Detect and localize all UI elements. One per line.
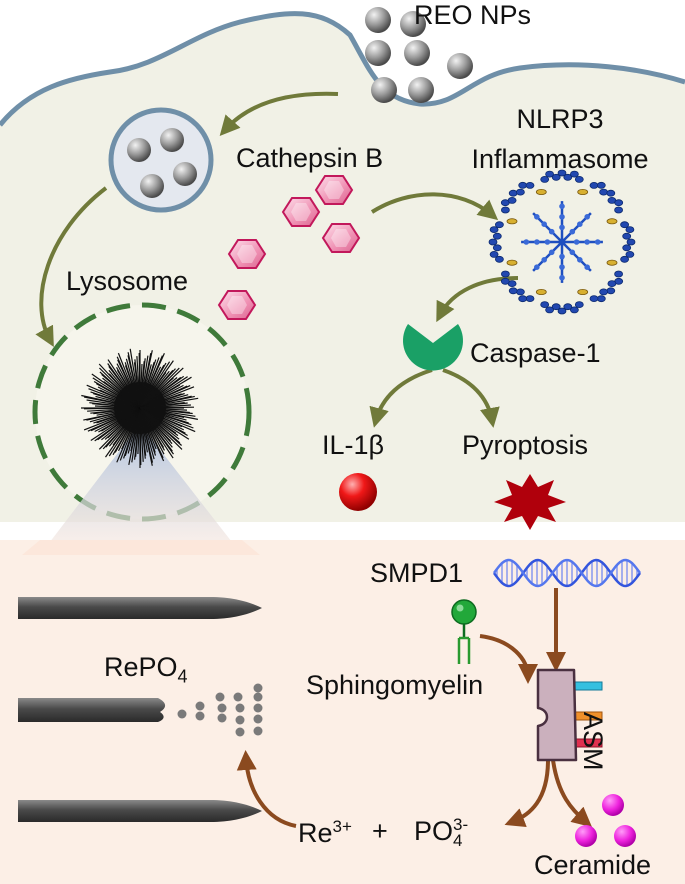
po4-base: PO (414, 816, 454, 846)
reo-nanoparticles (365, 7, 473, 103)
repo4-subscript: 4 (177, 666, 188, 687)
il-1b-label: IL-1β (322, 430, 385, 460)
arrow-to-inflammasome (370, 192, 499, 221)
caspase-1-icon (403, 324, 464, 371)
smpd1-label: SMPD1 (370, 558, 464, 588)
ceramide-label: Ceramide (534, 850, 652, 880)
il-1b-sphere-icon (339, 473, 377, 511)
nanorod-bottom (18, 800, 262, 822)
reo-nps-label: REO NPs (414, 0, 532, 30)
po4-superscript: 3- (453, 815, 469, 834)
arrow-asm-to-po4 (504, 759, 550, 827)
zoom-cone (40, 424, 242, 555)
asm-protein-icon (536, 668, 603, 762)
nlrp3-inflammasome-icon (488, 169, 636, 315)
cell-membrane (0, 11, 685, 127)
lysosome-label: Lysosome (66, 266, 189, 296)
cathepsin-b-label: Cathepsin B (236, 143, 384, 173)
repo4-particles (177, 683, 263, 737)
ceramide-particles (575, 794, 636, 847)
repo4-label: RePO4 (104, 652, 188, 687)
plus-sign: + (372, 816, 388, 846)
inflammasome-label: Inflammasome (471, 144, 649, 174)
sphingomyelin-label: Sphingomyelin (306, 670, 484, 700)
re-ion-label: Re3+ (298, 818, 352, 847)
nanorod-top (18, 597, 262, 619)
arrow-to-il1b (369, 368, 433, 428)
arrow-to-lysosome (35, 186, 108, 348)
repo4-base: RePO (104, 652, 178, 682)
re-superscript: 3+ (332, 817, 352, 836)
asm-label: ASM (578, 712, 608, 771)
nlrp3-label: NLRP3 (516, 104, 604, 134)
zoom-cone-lower (22, 540, 260, 555)
spiky-nanoparticle (81, 348, 199, 468)
nanorod-middle (18, 698, 166, 722)
pyroptosis-label: Pyroptosis (462, 430, 589, 460)
arrow-to-pyroptosis (442, 368, 500, 428)
pyroptosis-starburst-icon (494, 474, 566, 530)
arrow-ions-to-repo4 (236, 750, 297, 828)
re-base: Re (298, 818, 333, 848)
arrow-uptake (219, 91, 339, 136)
caspase-1-label: Caspase-1 (470, 338, 601, 368)
arrow-sphingomyelin-to-asm (479, 634, 538, 684)
arrow-asm-to-ceramide (551, 759, 593, 828)
po4-subscript: 4 (453, 831, 463, 850)
smpd1-dna-helix-icon (492, 558, 642, 588)
endosome-vesicle (108, 107, 214, 213)
sphingomyelin-lipid-icon (451, 599, 477, 664)
